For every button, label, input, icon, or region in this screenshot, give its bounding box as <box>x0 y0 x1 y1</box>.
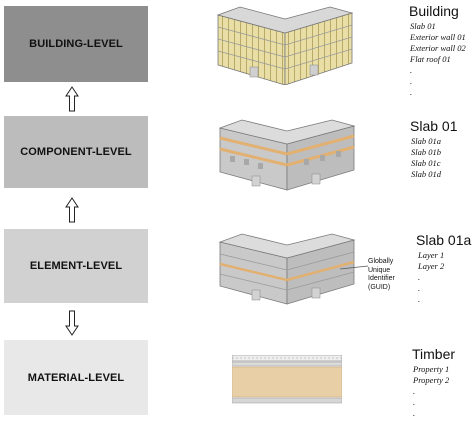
list-item: Slab 01c <box>411 158 441 168</box>
list-item: Layer 2 <box>418 261 445 271</box>
material-level-box: MATERIAL-LEVEL <box>4 340 148 415</box>
list-item: . <box>410 87 413 97</box>
list-item: Flat roof 01 <box>410 54 451 64</box>
list-item: Slab 01 <box>410 21 436 31</box>
building-heading: Building <box>409 3 459 19</box>
list-item: Slab 01d <box>411 169 441 179</box>
list-item: . <box>418 272 421 282</box>
component-illustration <box>218 119 356 191</box>
list-item: . <box>413 386 416 396</box>
building-item-list: Slab 01 Exterior wall 01 Exterior wall 0… <box>410 21 466 98</box>
list-item: . <box>413 408 416 418</box>
list-item: Layer 1 <box>418 250 445 260</box>
element-level-box: ELEMENT-LEVEL <box>4 229 148 303</box>
list-item: Exterior wall 02 <box>410 43 466 53</box>
arrow-down-icon <box>65 310 79 336</box>
guid-callout: Globally Unique Identifier (GUID) <box>368 258 395 292</box>
element-heading: Slab 01a <box>416 232 472 248</box>
material-item-list: Property 1 Property 2 . . . <box>413 364 449 419</box>
material-level-label: MATERIAL-LEVEL <box>27 371 125 384</box>
material-illustration <box>232 355 342 404</box>
building-level-box: BUILDING-LEVEL <box>4 6 148 82</box>
list-item: . <box>410 65 413 75</box>
component-level-box: COMPONENT-LEVEL <box>4 116 148 188</box>
material-heading: Timber <box>412 346 456 362</box>
list-item: Property 2 <box>413 375 450 385</box>
list-item: . <box>418 283 421 293</box>
element-illustration <box>218 233 356 305</box>
list-item: Exterior wall 01 <box>410 32 466 42</box>
arrow-up-icon <box>65 197 79 223</box>
guid-line: Unique <box>368 266 391 274</box>
list-item: . <box>413 397 416 407</box>
component-level-label: COMPONENT-LEVEL <box>20 146 132 158</box>
element-item-list: Layer 1 Layer 2 . . . <box>418 250 444 305</box>
element-level-label: ELEMENT-LEVEL <box>29 260 123 272</box>
building-illustration <box>216 6 354 85</box>
guid-line: (GUID) <box>368 283 391 291</box>
building-level-label: BUILDING-LEVEL <box>29 38 123 50</box>
component-heading: Slab 01 <box>410 118 458 134</box>
component-item-list: Slab 01a Slab 01b Slab 01c Slab 01d <box>411 136 441 180</box>
guid-line: Globally <box>368 258 394 265</box>
arrow-up-icon <box>65 86 79 112</box>
list-item: . <box>410 76 413 86</box>
guid-leader-line <box>340 265 369 270</box>
list-item: . <box>418 294 421 304</box>
guid-line: Identifier <box>368 275 395 282</box>
list-item: Property 1 <box>413 364 450 374</box>
list-item: Slab 01a <box>411 136 441 146</box>
list-item: Slab 01b <box>411 147 441 157</box>
